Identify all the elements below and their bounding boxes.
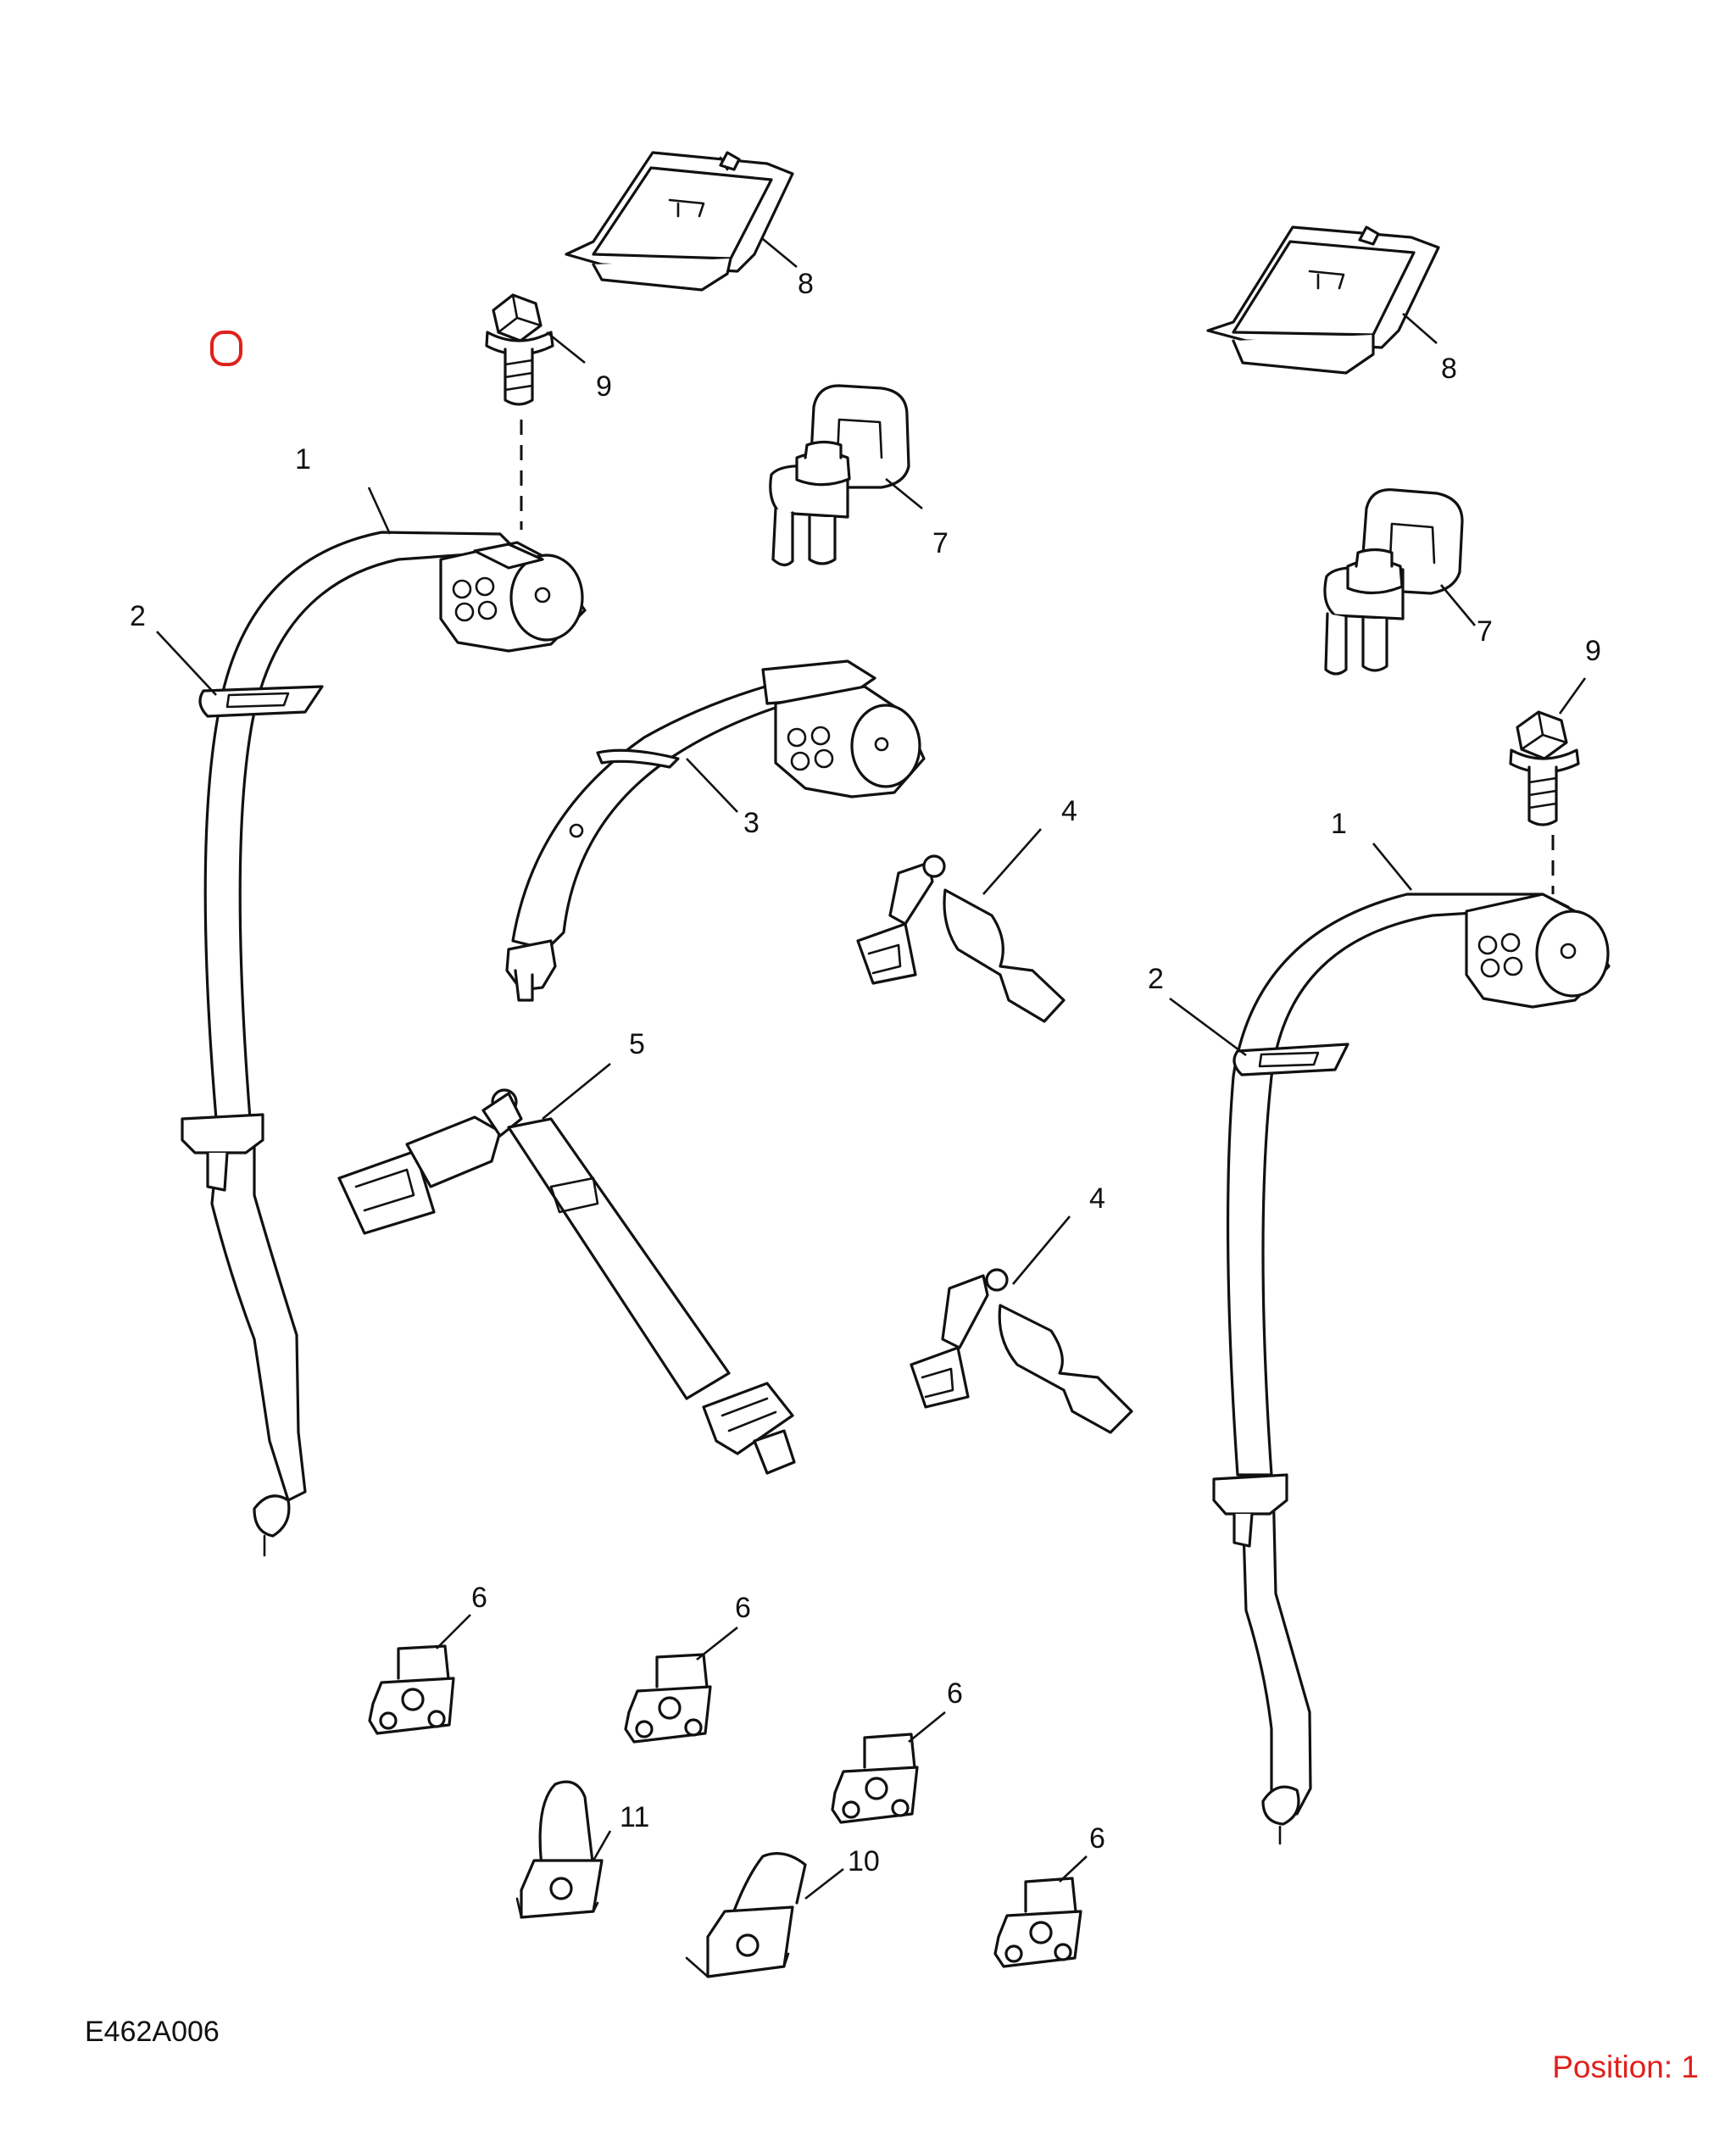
part-1-seat-belt-left[interactable] (181, 531, 587, 1557)
part-5-buckle-and-tongue[interactable] (337, 1088, 796, 1475)
callout-4-upper: 4 (1061, 795, 1077, 827)
part-3-centre-belt[interactable] (505, 659, 926, 1002)
part-9-bolt-left[interactable] (485, 293, 554, 406)
callout-8-left: 8 (798, 268, 814, 300)
part-8-trim-cover-right[interactable] (1206, 225, 1440, 375)
part-1-seat-belt-right[interactable] (1212, 893, 1611, 1845)
callout-8-right: 8 (1441, 353, 1457, 385)
selection-marker[interactable] (210, 331, 242, 366)
part-7-anchor-bracket-left[interactable] (769, 384, 910, 567)
callout-2-right: 2 (1148, 963, 1164, 995)
position-label: Position: 1 (1552, 2050, 1699, 2084)
part-6-bracket-d[interactable] (993, 1877, 1082, 1968)
part-11-clip[interactable] (515, 1780, 604, 1919)
callout-10: 10 (848, 1845, 880, 1877)
callout-5: 5 (629, 1028, 645, 1060)
callout-1-right: 1 (1331, 808, 1347, 840)
callout-1-left: 1 (295, 443, 311, 476)
callout-7-right: 7 (1477, 615, 1493, 648)
callout-9-left: 9 (596, 370, 612, 403)
callout-6-b: 6 (735, 1592, 751, 1624)
part-4-buckle-upper[interactable] (856, 854, 1066, 1023)
callout-2-left: 2 (130, 600, 146, 632)
callout-3: 3 (743, 807, 760, 839)
callout-9-right: 9 (1585, 635, 1601, 667)
callout-11: 11 (620, 1801, 649, 1833)
callout-6-a: 6 (471, 1582, 487, 1614)
callout-4-lower: 4 (1089, 1182, 1105, 1215)
part-9-bolt-right[interactable] (1509, 710, 1580, 826)
part-8-trim-cover-left[interactable] (565, 151, 794, 292)
callout-6-d: 6 (1089, 1822, 1105, 1855)
part-10-clip[interactable] (685, 1852, 807, 1978)
part-4-buckle-lower[interactable] (910, 1268, 1133, 1434)
callout-6-c: 6 (947, 1677, 963, 1710)
part-6-bracket-a[interactable] (368, 1644, 455, 1735)
callout-7-left: 7 (932, 527, 949, 559)
part-6-bracket-b[interactable] (624, 1653, 712, 1744)
part-7-anchor-bracket-right[interactable] (1323, 488, 1464, 676)
part-6-bracket-c[interactable] (831, 1733, 919, 1824)
figure-id-label: E462A006 (85, 2016, 220, 2048)
